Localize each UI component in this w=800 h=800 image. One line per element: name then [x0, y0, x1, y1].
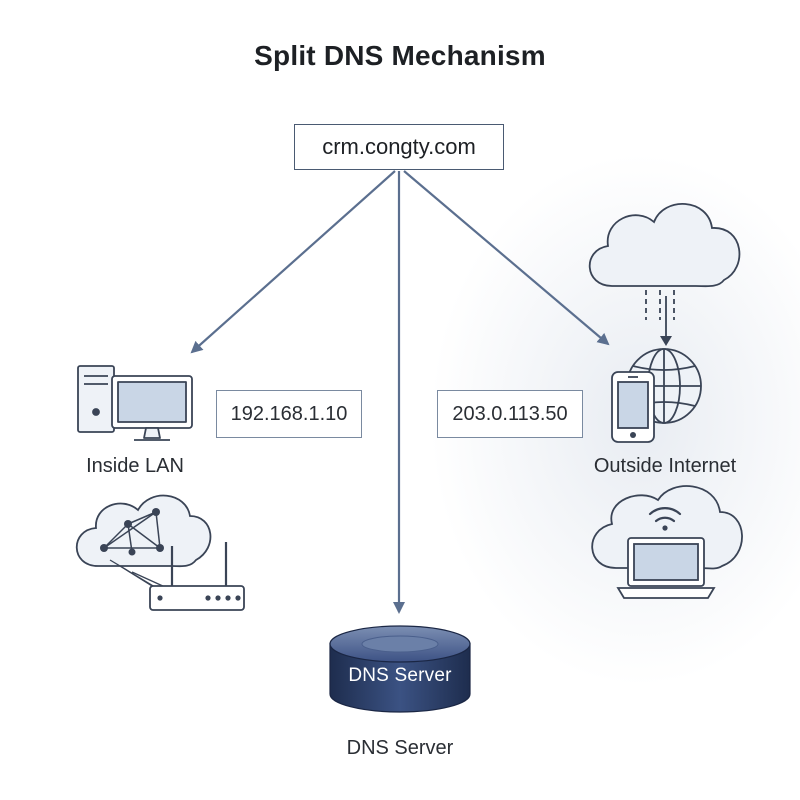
domain-name-box: crm.congty.com	[294, 124, 504, 170]
outside-internet-label: Outside Internet	[593, 455, 737, 477]
dns-cylinder-label: DNS Server	[348, 665, 452, 686]
external-ip-box: 203.0.113.50	[437, 390, 583, 438]
router-icon	[109, 542, 245, 611]
arrow-to-inside-lan	[190, 170, 396, 354]
internal-ip-box: 192.168.1.10	[216, 390, 362, 438]
dns-server-label: DNS Server	[346, 737, 454, 759]
cloud-icon	[588, 203, 741, 346]
smartphone-icon	[611, 371, 655, 443]
diagram-title: Split DNS Mechanism	[254, 40, 546, 71]
desktop-computer-icon	[77, 365, 193, 441]
laptop-icon	[616, 537, 716, 599]
inside-lan-label: Inside LAN	[86, 455, 184, 477]
database-cylinder-icon	[329, 625, 471, 713]
wifi-icon	[648, 507, 682, 531]
arrow-to-outside-internet	[403, 170, 610, 346]
network-cloud-icon	[75, 494, 212, 568]
